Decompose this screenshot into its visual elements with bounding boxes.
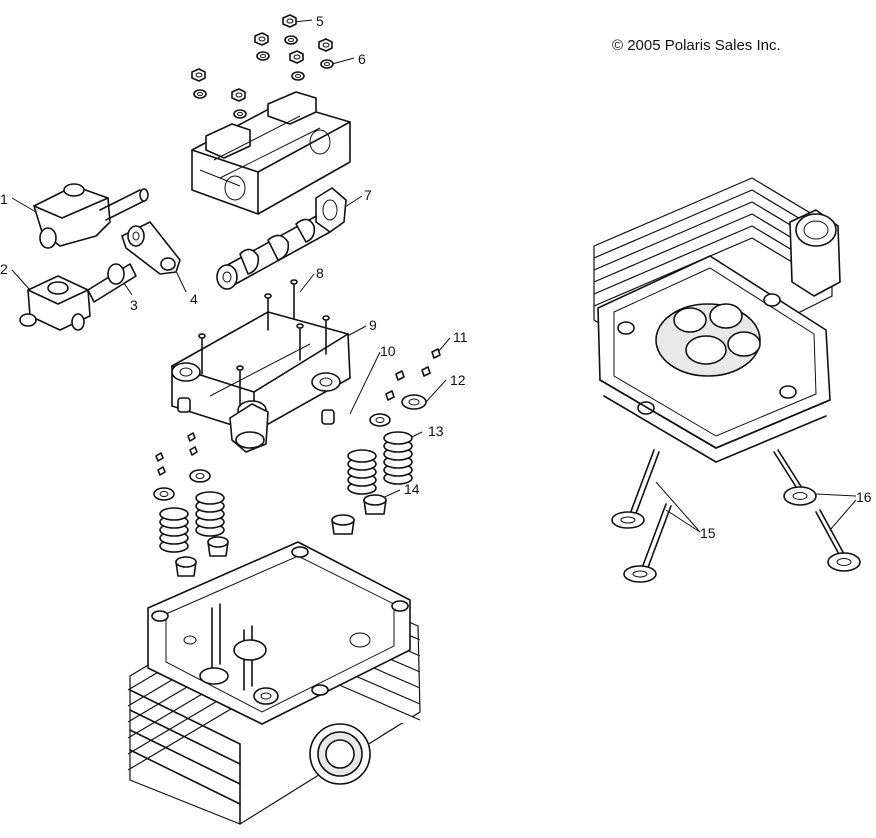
copyright-notice: © 2005 Polaris Sales Inc. — [612, 37, 781, 54]
rocker-arm-4 — [121, 221, 181, 275]
valve-retainers-12 — [153, 394, 427, 501]
callout-11: 11 — [453, 329, 468, 345]
callout-labels: 1 2 3 4 5 6 7 8 9 10 11 12 13 14 15 16 — [0, 13, 872, 541]
rocker-shaft-3 — [87, 263, 137, 303]
callout-7: 7 — [364, 187, 372, 203]
washer — [233, 109, 247, 119]
cylinder-head-right — [593, 177, 841, 463]
nut — [254, 32, 269, 46]
callout-15: 15 — [700, 525, 716, 541]
nut — [318, 38, 333, 52]
callout-2: 2 — [0, 261, 8, 277]
rocker-arm-1 — [33, 183, 149, 249]
nuts-and-washers — [191, 14, 334, 119]
rocker-arm-2 — [19, 275, 91, 331]
valve-keepers-11 — [155, 348, 441, 476]
camshaft-cap — [191, 91, 351, 215]
callout-4: 4 — [190, 291, 198, 307]
callout-9: 9 — [369, 317, 377, 333]
nut — [231, 88, 246, 102]
valve-stem-seals-14 — [175, 494, 387, 577]
washer — [256, 51, 270, 61]
washer — [291, 71, 305, 81]
washer — [193, 89, 207, 99]
callout-3: 3 — [130, 297, 138, 313]
callout-16: 16 — [856, 489, 872, 505]
dowel-pins — [177, 397, 335, 425]
cylinder-head-lower — [127, 541, 421, 825]
nut-5 — [282, 14, 297, 28]
cam-holder — [171, 311, 351, 453]
callout-6: 6 — [358, 51, 366, 67]
callout-13: 13 — [428, 423, 444, 439]
callout-1: 1 — [0, 191, 8, 207]
nut — [191, 68, 206, 82]
nut — [289, 50, 304, 64]
studs-8 — [198, 279, 330, 407]
callout-8: 8 — [316, 265, 324, 281]
intake-valves-15 — [611, 449, 672, 583]
washer-6 — [320, 59, 334, 69]
valve-springs-13 — [159, 431, 413, 553]
washer — [284, 35, 298, 45]
camshaft — [216, 187, 347, 290]
exhaust-valves-16 — [773, 449, 861, 572]
callout-10: 10 — [380, 343, 396, 359]
callout-5: 5 — [316, 13, 324, 29]
callout-12: 12 — [450, 372, 466, 388]
callout-14: 14 — [404, 481, 420, 497]
